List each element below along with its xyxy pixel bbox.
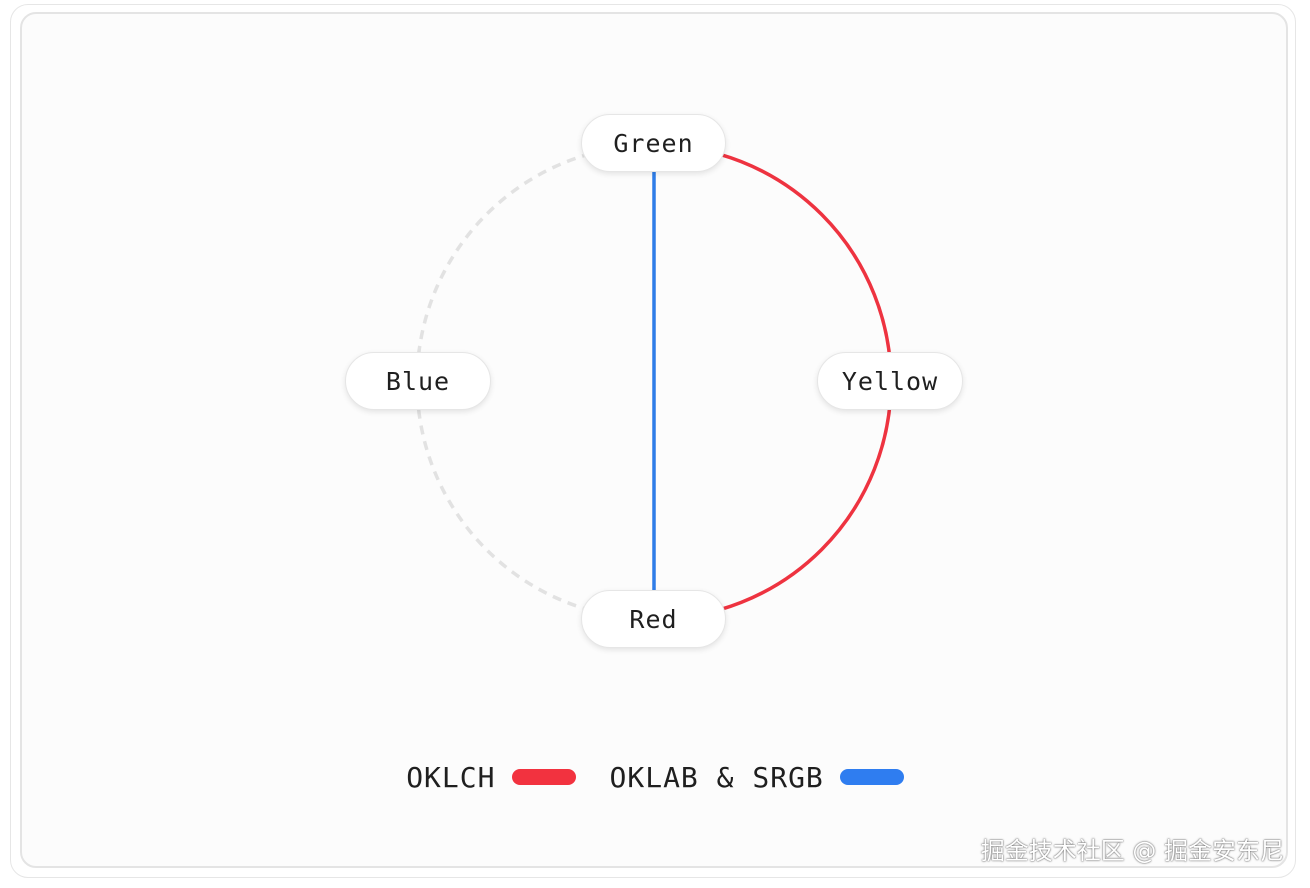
node-blue: Blue [345, 352, 491, 410]
node-yellow: Yellow [817, 352, 963, 410]
watermark: 掘金技术社区 @ 掘金安东尼 [980, 837, 1284, 865]
legend-item-oklab-srgb: OKLAB & SRGB [610, 761, 904, 794]
legend-item-oklch: OKLCH [406, 760, 576, 794]
legend-label-oklch: OKLCH [406, 760, 496, 794]
legend-swatch-oklch [511, 769, 576, 785]
node-red: Red [581, 590, 726, 648]
legend-label-oklab-srgb: OKLAB & SRGB [609, 760, 824, 794]
legend-swatch-oklab-srgb [839, 769, 904, 785]
legend: OKLCH OKLAB & SRGB [0, 752, 1310, 802]
node-green: Green [581, 114, 726, 172]
